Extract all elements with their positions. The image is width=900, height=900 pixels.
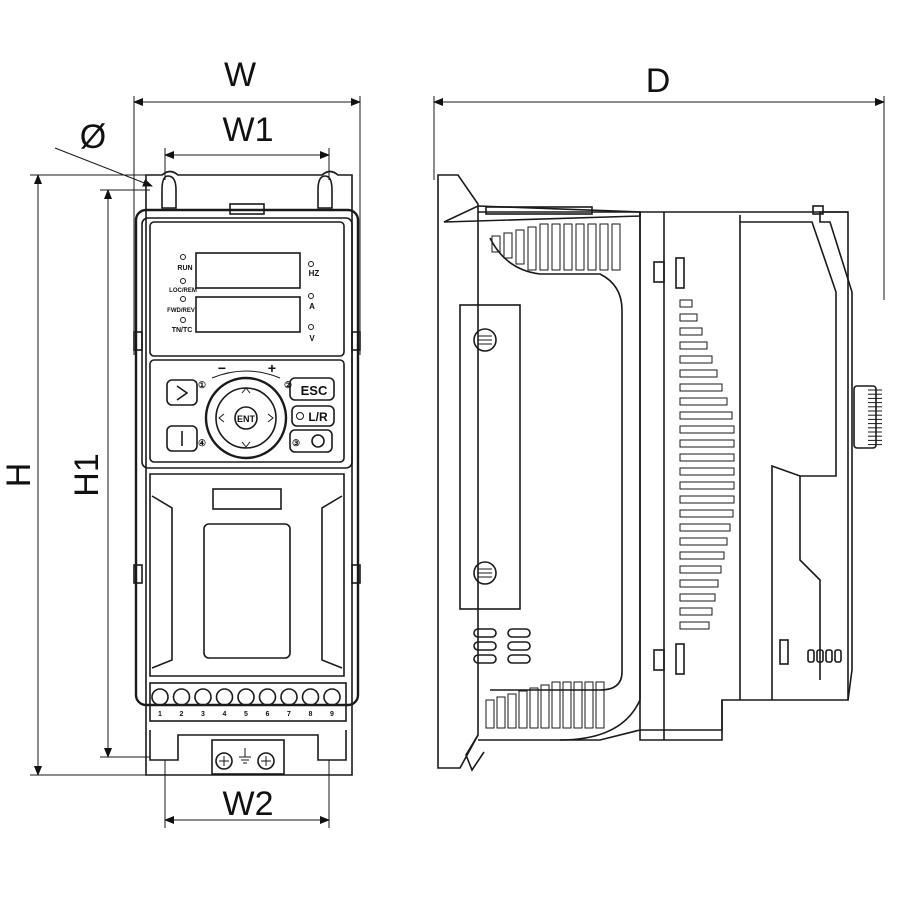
side-dial-knob (853, 385, 877, 449)
run-button[interactable] (166, 425, 198, 452)
esc-label: ESC (301, 383, 328, 398)
heatsink (478, 211, 641, 741)
label-w: W (224, 56, 256, 94)
local-remote-icon (296, 412, 304, 420)
label-slot (212, 488, 282, 510)
ground-screw-right (257, 752, 275, 770)
shift-arrow-icon (176, 385, 189, 401)
stop-button[interactable] (289, 429, 333, 453)
terminal-number: 1 (158, 711, 162, 718)
local-remote-label: L/R (308, 410, 328, 424)
key-num-1: ① (198, 380, 206, 390)
led-label-v: V (309, 334, 315, 343)
label-w1: W1 (223, 111, 274, 149)
led-label-hz: HZ (309, 269, 320, 278)
label-hole-diameter: Ø (80, 118, 106, 156)
minus-label: − (218, 360, 226, 376)
side-mounting-plate (437, 174, 479, 769)
terminal-number: 9 (330, 711, 334, 718)
ground-icon (239, 748, 251, 764)
plus-label: + (268, 360, 276, 376)
terminal-screw (237, 688, 255, 706)
terminal-number: 5 (244, 711, 248, 718)
terminal-number: 3 (201, 711, 205, 718)
label-d: D (646, 62, 671, 100)
terminal-number: 8 (309, 711, 313, 718)
din-rail-bracket (459, 304, 521, 610)
terminal-screw (215, 688, 234, 706)
terminal-number: 2 (180, 711, 184, 718)
keypad-panel (149, 359, 345, 463)
side-clip (133, 564, 143, 584)
ground-screw-left (215, 752, 233, 770)
mount-hole-right (317, 175, 333, 209)
front-view: RUN LOC/REM FWD/REV TN/TC HZ A V ENT − +… (133, 170, 361, 776)
label-h1: H1 (68, 453, 106, 496)
lower-cover (149, 473, 345, 677)
key-num-3: ③ (292, 438, 300, 448)
shift-button[interactable] (166, 379, 198, 406)
key-num-4: ④ (198, 438, 206, 448)
bracket-screw-top (473, 328, 497, 352)
stop-icon (311, 434, 325, 448)
label-h: H (0, 463, 38, 488)
key-num-2: ② (284, 380, 292, 390)
display-panel (149, 221, 345, 357)
terminal-screw (258, 688, 277, 706)
terminal-strip (149, 682, 347, 722)
terminal-screw (151, 688, 169, 706)
terminal-number: 4 (223, 711, 227, 718)
terminal-screw (323, 688, 341, 706)
bracket-screw-bottom (473, 561, 497, 585)
esc-button[interactable] (289, 377, 335, 401)
terminal-screws: 1 2 3 4 5 6 7 8 9 (151, 688, 341, 718)
side-view (437, 174, 882, 772)
terminal-number: 6 (266, 711, 270, 718)
led-label-loc-rem: LOC/REM (169, 288, 197, 294)
keypad-frame (141, 217, 353, 469)
display-window-bottom (195, 296, 301, 333)
terminal-screw (172, 688, 191, 706)
ground-block (211, 739, 285, 775)
side-clip (351, 564, 361, 584)
mount-hole-left (161, 175, 177, 209)
led-label-tn-tc: TN/TC (172, 327, 193, 334)
local-remote-button[interactable] (291, 405, 335, 427)
dial-ring[interactable] (204, 376, 288, 460)
enter-label: ENT (237, 414, 256, 424)
enter-button[interactable] (234, 406, 258, 430)
terminal-screw (194, 688, 212, 706)
dimension-lines (30, 96, 885, 828)
terminal-number: 7 (287, 711, 291, 718)
label-w2: W2 (223, 785, 274, 823)
led-label-fwd-rev: FWD/REV (167, 308, 195, 314)
terminal-screw (301, 688, 320, 706)
led-label-a: A (309, 302, 315, 311)
terminal-screw (280, 688, 298, 706)
led-label-run: RUN (177, 265, 192, 272)
cover-window (203, 523, 291, 659)
display-window-top (195, 252, 301, 289)
